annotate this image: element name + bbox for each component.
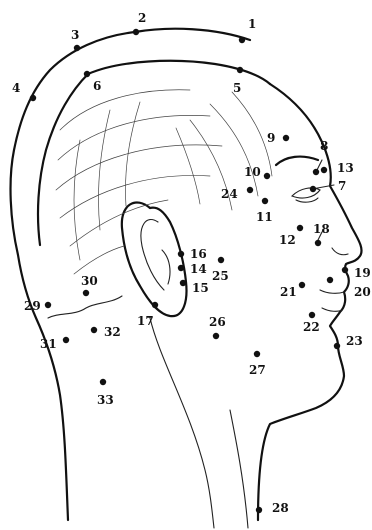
point-12	[297, 225, 303, 231]
label-24: 24	[221, 187, 238, 201]
label-5: 5	[233, 81, 241, 95]
face-profile	[258, 84, 362, 520]
label-23: 23	[346, 334, 363, 348]
point-9	[283, 135, 289, 141]
point-24	[247, 187, 253, 193]
label-11: 11	[256, 210, 273, 224]
point-8	[313, 169, 319, 175]
nostril	[332, 248, 348, 255]
point-labels: 1 2 3 4 5 6 7 8 9 10 11 12 13 14 15 16 1…	[12, 11, 371, 515]
point-6	[84, 71, 90, 77]
label-17: 17	[137, 314, 154, 328]
point-15	[180, 280, 186, 286]
neck-line	[150, 318, 214, 528]
point-2	[133, 29, 139, 35]
label-16: 16	[190, 247, 207, 261]
nape-hair	[48, 296, 122, 318]
point-30	[83, 290, 89, 296]
label-28: 28	[272, 501, 289, 515]
label-6: 6	[93, 79, 101, 93]
label-26: 26	[209, 315, 226, 329]
point-7	[310, 186, 316, 192]
point-17	[152, 302, 158, 308]
label-13: 13	[337, 161, 354, 175]
point-19	[342, 267, 348, 273]
label-21: 21	[280, 285, 297, 299]
hair-strands	[56, 90, 272, 274]
point-11	[262, 198, 268, 204]
point-16	[178, 251, 184, 257]
point-5	[237, 67, 243, 73]
point-23	[334, 343, 340, 349]
hairline-arc	[88, 61, 270, 84]
point-18	[315, 240, 321, 246]
point-28	[256, 507, 262, 513]
label-9: 9	[267, 131, 275, 145]
eyebrow	[276, 157, 318, 165]
label-33: 33	[97, 393, 114, 407]
label-29: 29	[24, 299, 41, 313]
label-32: 32	[104, 325, 121, 339]
label-19: 19	[354, 266, 371, 280]
label-20: 20	[354, 285, 371, 299]
label-8: 8	[320, 139, 328, 153]
label-18: 18	[313, 222, 330, 236]
label-15: 15	[192, 281, 209, 295]
point-20	[327, 277, 333, 283]
point-33	[100, 379, 106, 385]
label-4: 4	[12, 81, 20, 95]
point-21	[299, 282, 305, 288]
lips	[320, 290, 344, 311]
label-30: 30	[81, 274, 98, 288]
point-31	[63, 337, 69, 343]
point-25	[218, 257, 224, 263]
label-27: 27	[249, 363, 266, 377]
point-27	[254, 351, 260, 357]
label-14: 14	[190, 262, 207, 276]
point-10	[264, 173, 270, 179]
label-7: 7	[338, 179, 346, 193]
label-3: 3	[71, 28, 79, 42]
point-22	[309, 312, 315, 318]
hair-back-line	[38, 74, 88, 245]
point-14	[178, 265, 184, 271]
point-29	[45, 302, 51, 308]
point-3	[74, 45, 80, 51]
label-25: 25	[212, 269, 229, 283]
point-32	[91, 327, 97, 333]
point-26	[213, 333, 219, 339]
label-22: 22	[303, 320, 320, 334]
point-1	[239, 37, 245, 43]
label-2: 2	[138, 11, 146, 25]
label-10: 10	[244, 165, 261, 179]
label-12: 12	[279, 233, 296, 247]
point-13	[321, 167, 327, 173]
label-31: 31	[40, 337, 57, 351]
point-4	[30, 95, 36, 101]
label-1: 1	[248, 17, 256, 31]
